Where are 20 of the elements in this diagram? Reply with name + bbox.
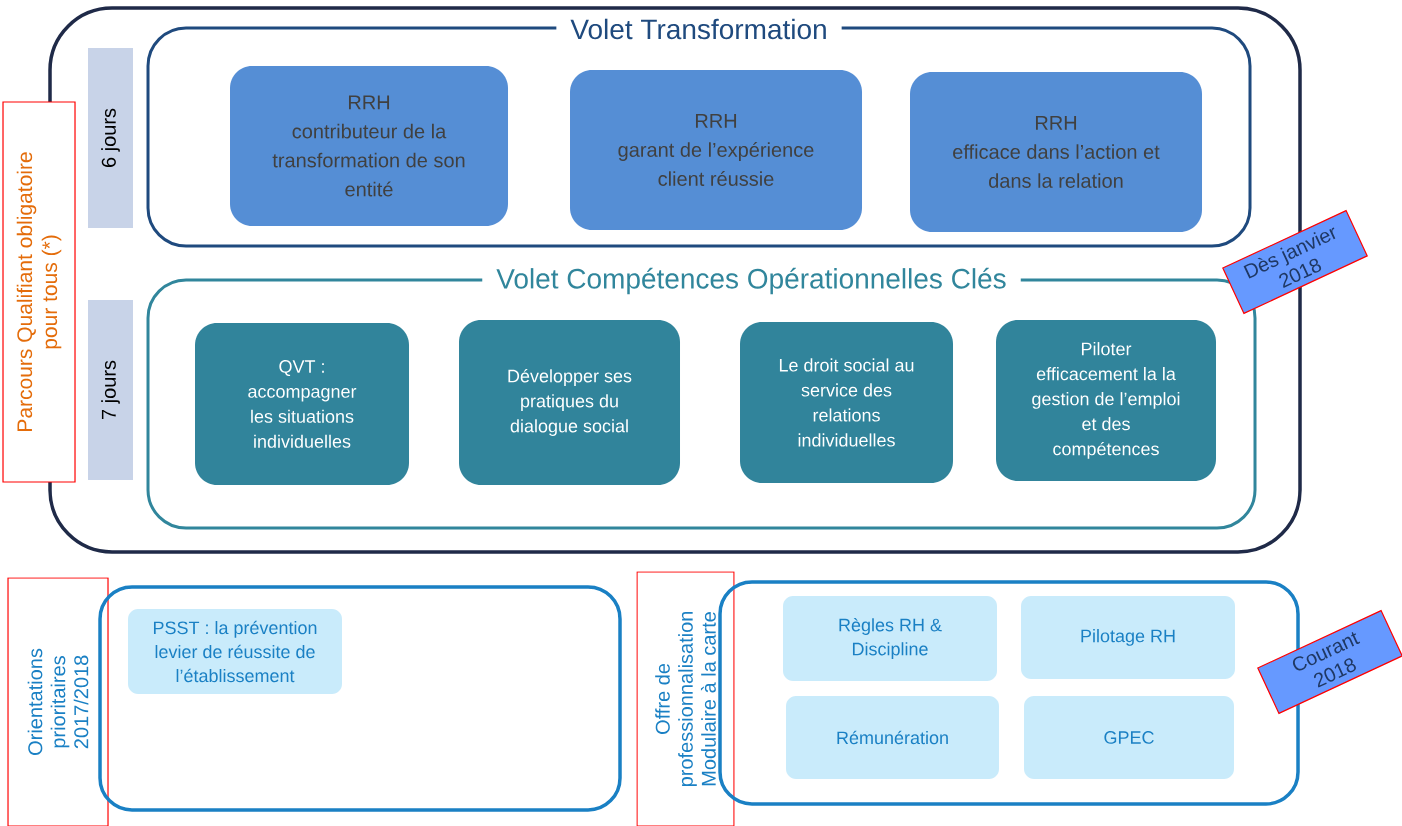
module-box: RRH efficace dans l’action et dans la relation <box>910 72 1202 232</box>
duration-bar: 7 jours <box>88 300 133 480</box>
duration-bar: 6 jours <box>88 48 133 228</box>
module-box: GPEC <box>1024 696 1234 779</box>
panel-title: Volet Transformation <box>556 15 842 43</box>
module-box: RRH garant de l’expérience client réussie <box>570 70 862 230</box>
section-label: Parcours Qualifiant obligatoire pour tous (*) <box>2 101 76 483</box>
panel-title: Volet Compétences Opérationnelles Clés <box>482 264 1021 298</box>
offer-panel <box>98 585 622 812</box>
section-label: Orientations prioritaires 2017/2018 <box>7 577 109 826</box>
module-box: Règles RH & Discipline <box>783 596 997 681</box>
module-box: Développer ses pratiques du dialogue social <box>459 320 680 485</box>
module-box: Pilotage RH <box>1021 596 1235 679</box>
module-box: Piloter efficacement la la gestion de l’emploi et des compétences <box>996 320 1216 481</box>
module-box: Le droit social au service des relations individuelles <box>740 322 953 483</box>
module-box: QVT : accompagner les situations individuelles <box>195 323 409 485</box>
module-box: RRH contributeur de la transformation de son entité <box>230 66 508 226</box>
module-box: PSST : la prévention levier de réussite de l’établissement <box>128 609 342 694</box>
module-box: Rémunération <box>786 696 999 779</box>
section-label: Offre de professionnalisation Modulaire à la carte <box>636 571 735 826</box>
